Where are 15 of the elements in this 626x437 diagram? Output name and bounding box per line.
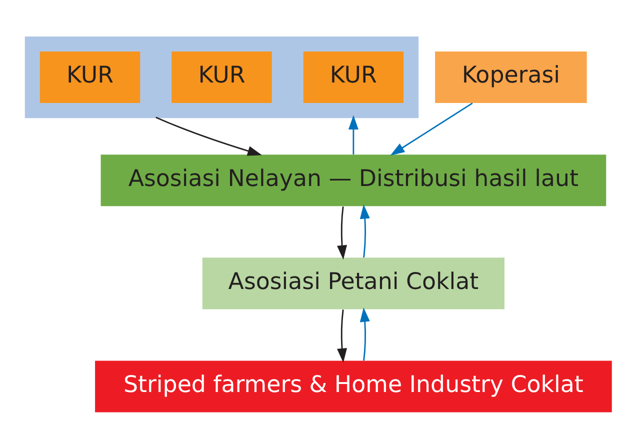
arrow bbox=[348, 114, 358, 154]
node-box: Asosiasi Petani Coklat bbox=[202, 257, 504, 309]
node-box: KUR bbox=[303, 51, 404, 103]
node-box: Asosiasi Nelayan — Distribusi hasil laut bbox=[100, 154, 606, 206]
arrow bbox=[390, 102, 473, 155]
arrow bbox=[337, 309, 347, 362]
node-box: KUR bbox=[172, 51, 272, 103]
cluster bbox=[24, 36, 419, 118]
node-box: KUR bbox=[40, 51, 140, 103]
arrow bbox=[360, 306, 370, 360]
arrow bbox=[360, 204, 370, 258]
node-box: Striped farmers & Home Industry Coklat bbox=[95, 360, 612, 412]
arrow bbox=[156, 116, 262, 156]
arrow bbox=[337, 206, 347, 260]
node-box: Koperasi bbox=[435, 51, 587, 103]
